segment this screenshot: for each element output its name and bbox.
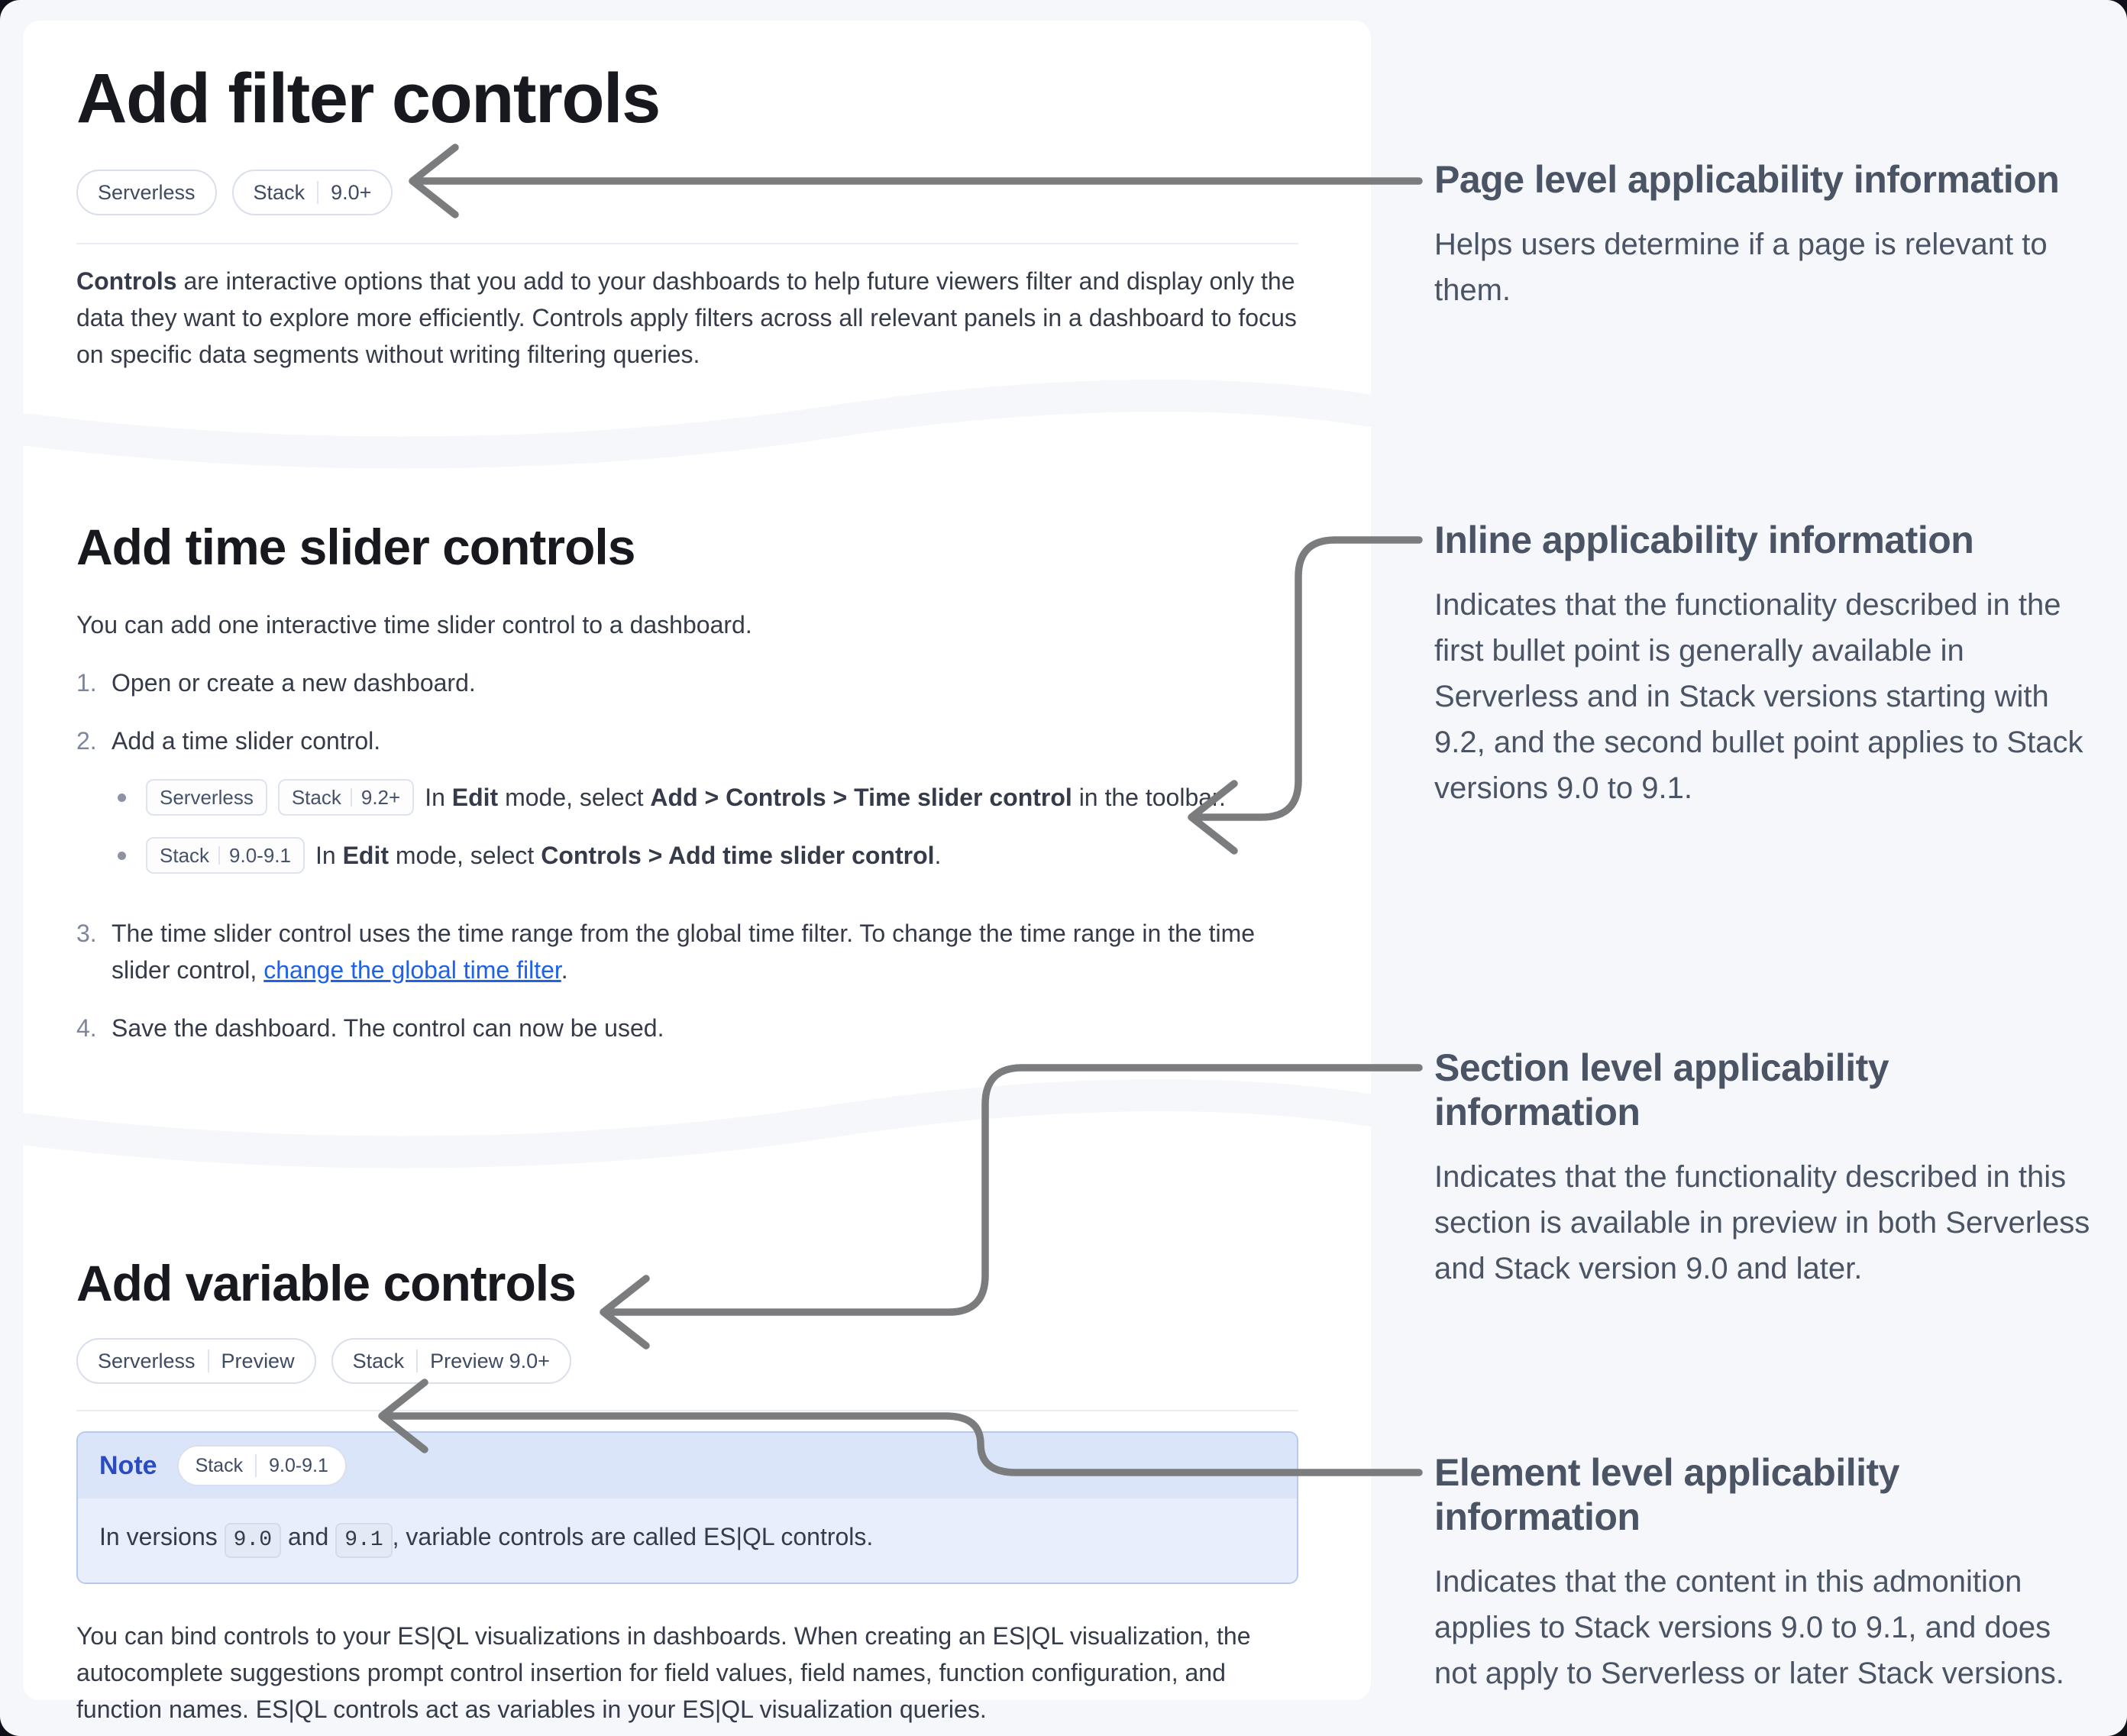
list-item-4: 4. Save the dashboard. The control can n…: [76, 1010, 1298, 1046]
intro-paragraph: Controls are interactive options that yo…: [76, 263, 1298, 373]
step-text: Open or create a new dashboard.: [112, 669, 476, 697]
applicability-badge-stack-preview[interactable]: Stack Preview 9.0+: [331, 1338, 571, 1384]
text-run: .: [561, 956, 568, 984]
annotation-body: Indicates that the content in this admon…: [1434, 1565, 2064, 1690]
text-run: in the toolbar.: [1072, 784, 1226, 811]
text-run: mode, select: [389, 842, 541, 869]
annotation-title: Inline applicability information: [1434, 519, 1974, 561]
annotation-title: Page level applicability information: [1434, 158, 2060, 201]
text-run: The time slider control uses the time ra…: [112, 920, 1256, 984]
step-text: The time slider control uses the time ra…: [112, 920, 1255, 984]
list-item: Serverless Stack 9.2+ In Edit mode, sele…: [112, 777, 1298, 817]
inline-code: 9.1: [335, 1523, 393, 1558]
badge-product: Stack: [291, 786, 341, 809]
badge-version: 9.0+: [331, 180, 372, 204]
paragraph-text: are interactive options that you add to …: [76, 267, 1297, 368]
bullet-text: In Edit mode, select Add > Controls > Ti…: [425, 779, 1226, 816]
badge-lifecycle: Preview: [221, 1349, 295, 1372]
step-text: Save the dashboard. The control can now …: [112, 1014, 664, 1042]
list-number: 1.: [76, 669, 97, 697]
note-applicability-badge[interactable]: Stack 9.0-9.1: [176, 1445, 347, 1486]
nested-bullet-list: Serverless Stack 9.2+ In Edit mode, sele…: [112, 777, 1298, 875]
annotation-page-level: Page level applicability information Hel…: [1434, 157, 2100, 313]
badge-label: Serverless: [98, 180, 196, 204]
badge-product: Stack: [160, 844, 210, 867]
applicability-badge-serverless-preview[interactable]: Serverless Preview: [76, 1338, 316, 1384]
badge-version: 9.2+: [360, 786, 401, 809]
badge-divider: [218, 846, 221, 865]
text-run: In versions: [99, 1523, 225, 1550]
badge-version: 9.0-9.1: [229, 844, 291, 867]
annotation-title: Section level applicability information: [1434, 1046, 1889, 1133]
text-run: In: [315, 842, 343, 869]
text-run: mode, select: [498, 784, 651, 811]
text-run: , variable controls are called ES|QL con…: [392, 1523, 874, 1550]
note-header: Note Stack 9.0-9.1: [78, 1433, 1297, 1498]
text-run: and: [281, 1523, 336, 1550]
section-gap: [76, 373, 1298, 518]
text-run: .: [934, 842, 942, 869]
annotation-body: Indicates that the functionality describ…: [1434, 1160, 2090, 1285]
bold-term: Controls: [76, 267, 177, 295]
list-item-2: 2. Add a time slider control. Serverless…: [76, 723, 1298, 894]
bold-run: Add > Controls > Time slider control: [650, 784, 1072, 811]
annotation-inline-level: Inline applicability information Indicat…: [1434, 518, 2100, 811]
list-item-3: 3. The time slider control uses the time…: [76, 915, 1298, 988]
list-number: 4.: [76, 1014, 97, 1042]
bold-run: Edit: [342, 842, 389, 869]
list-item: Stack 9.0-9.1 In Edit mode, select Contr…: [112, 836, 1298, 875]
applicability-badge-stack[interactable]: Stack 9.0+: [231, 170, 393, 215]
title-divider: [76, 243, 1298, 244]
section-badge-row: Serverless Preview Stack Preview 9.0+: [76, 1338, 1298, 1384]
bullet-icon: [118, 793, 126, 802]
badge-version: 9.0-9.1: [269, 1454, 328, 1476]
badge-product: Serverless: [98, 1349, 196, 1372]
annotation-title: Element level applicability information: [1434, 1451, 1899, 1538]
badge-divider: [416, 1350, 419, 1372]
annotation-section-level: Section level applicability information …: [1434, 1046, 2100, 1291]
note-body: In versions 9.0 and 9.1, variable contro…: [78, 1498, 1297, 1582]
badge-label: Serverless: [160, 786, 254, 809]
inline-badge-stack[interactable]: Stack 9.2+: [277, 779, 415, 816]
badge-divider: [317, 181, 319, 204]
badge-divider: [350, 788, 352, 807]
bullet-icon: [118, 851, 126, 860]
section-title-time-slider: Add time slider controls: [76, 519, 635, 575]
badge-product: Stack: [352, 1349, 405, 1372]
section-divider: [76, 1410, 1298, 1411]
badge-product: Stack: [253, 180, 305, 204]
inline-badge-stack[interactable]: Stack 9.0-9.1: [146, 837, 305, 874]
global-time-filter-link[interactable]: change the global time filter: [263, 956, 561, 984]
bold-run: Edit: [451, 784, 499, 811]
closing-paragraph: You can bind controls to your ES|QL visu…: [76, 1622, 1251, 1723]
bullet-text: In Edit mode, select Controls > Add time…: [315, 837, 941, 874]
doc-content: Add filter controls Serverless Stack 9.0…: [76, 60, 1298, 1728]
applicability-badge-serverless[interactable]: Serverless: [76, 170, 217, 215]
annotation-body: Indicates that the functionality describ…: [1434, 588, 2083, 805]
page-badge-row: Serverless Stack 9.0+: [76, 170, 1298, 215]
badge-divider: [207, 1350, 209, 1372]
step-text: Add a time slider control.: [112, 727, 381, 755]
badge-lifecycle-version: Preview 9.0+: [430, 1349, 550, 1372]
badge-divider: [255, 1454, 257, 1477]
text-run: In: [425, 784, 452, 811]
ordered-list: 1. Open or create a new dashboard. 2. Ad…: [76, 664, 1298, 1046]
bold-run: Controls > Add time slider control: [541, 842, 935, 869]
section-gap: [76, 1068, 1298, 1254]
section-title-variable-controls: Add variable controls: [76, 1255, 577, 1311]
annotation-body: Helps users determine if a page is relev…: [1434, 228, 2048, 307]
section-intro: You can add one interactive time slider …: [76, 611, 752, 638]
note-label: Note: [99, 1450, 157, 1480]
inline-badge-serverless[interactable]: Serverless: [146, 779, 267, 816]
list-number: 2.: [76, 727, 97, 755]
page-title: Add filter controls: [76, 60, 661, 137]
note-admonition: Note Stack 9.0-9.1 In versions 9.0 and 9…: [76, 1431, 1298, 1584]
list-item-1: 1. Open or create a new dashboard.: [76, 664, 1298, 701]
inline-code: 9.0: [224, 1523, 282, 1558]
annotation-element-level: Element level applicability information …: [1434, 1450, 2100, 1696]
list-number: 3.: [76, 920, 97, 947]
badge-product: Stack: [195, 1454, 244, 1476]
